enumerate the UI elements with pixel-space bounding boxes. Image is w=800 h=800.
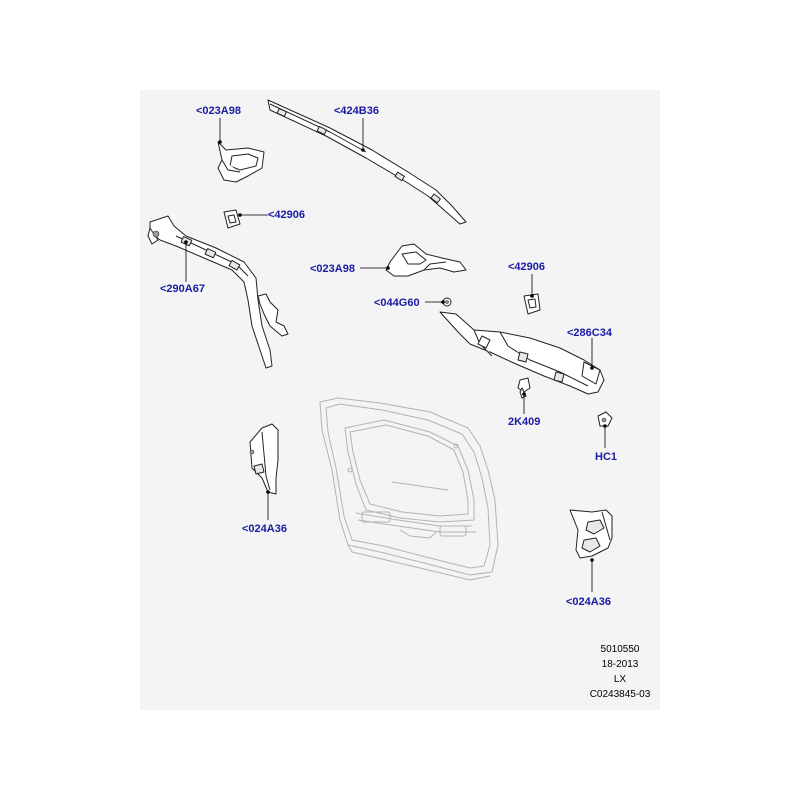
callout-286c34[interactable]: <286C34 xyxy=(567,327,612,339)
callout-023a98-top[interactable]: <023A98 xyxy=(196,105,241,117)
callout-42906-left[interactable]: <42906 xyxy=(268,209,306,221)
callout-024a36-left[interactable]: <024A36 xyxy=(242,523,287,535)
footer-date: 18-2013 xyxy=(601,659,639,670)
callout-424b36[interactable]: <424B36 xyxy=(334,105,379,117)
part-42906-right xyxy=(523,293,541,315)
diagram-panel xyxy=(140,90,660,710)
part-424b36 xyxy=(267,99,467,225)
part-hc1 xyxy=(597,411,613,427)
tailgate-outline xyxy=(319,397,499,581)
callout-023a98-mid[interactable]: <023A98 xyxy=(310,263,355,275)
part-024a36-left xyxy=(249,423,279,495)
leader-lines xyxy=(184,118,607,592)
footer-reference: C0243845-03 xyxy=(589,689,651,700)
part-42906-left xyxy=(223,209,241,229)
part-024a36-right xyxy=(569,509,613,559)
footer-code: 5010550 xyxy=(600,644,640,655)
callout-290a67[interactable]: <290A67 xyxy=(160,283,205,295)
footer-model: LX xyxy=(613,674,627,685)
part-286c34 xyxy=(439,311,605,395)
part-023a98-top xyxy=(217,141,265,183)
callout-hc1[interactable]: HC1 xyxy=(595,451,618,463)
part-290a67 xyxy=(147,215,289,369)
part-023a98-mid xyxy=(385,243,467,277)
callout-2k409[interactable]: 2K409 xyxy=(508,416,541,428)
callout-044g60[interactable]: <044G60 xyxy=(374,297,420,309)
callout-024a36-right[interactable]: <024A36 xyxy=(566,596,611,608)
callout-42906-right[interactable]: <42906 xyxy=(508,261,546,273)
